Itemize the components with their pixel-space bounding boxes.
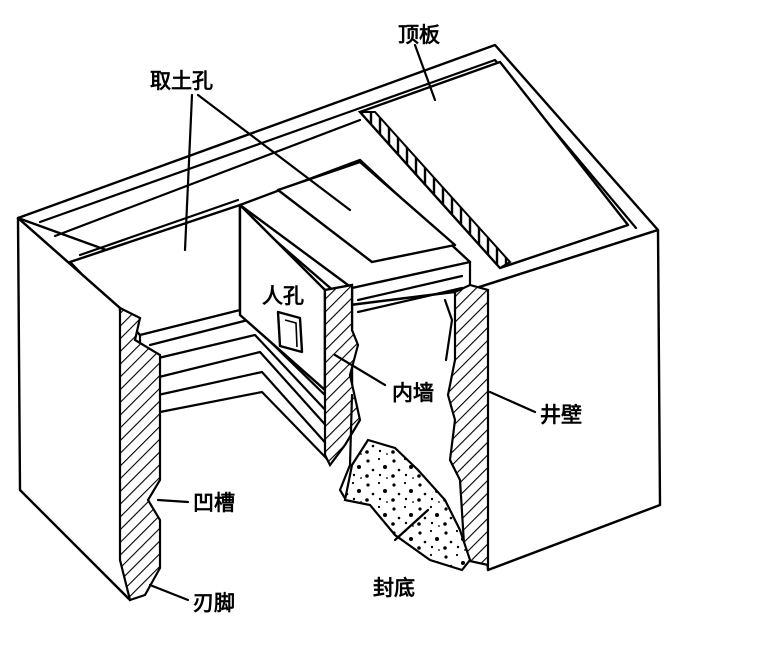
- right-outer-wall: [446, 228, 662, 572]
- cut-opening: [338, 298, 454, 502]
- bottom-seal: [343, 438, 472, 572]
- leader-lines: [148, 43, 537, 602]
- label-groove: 凹槽: [193, 491, 235, 515]
- label-well-wall: 井壁: [540, 403, 582, 427]
- label-inner-wall: 内墙: [392, 381, 434, 405]
- top-slab: [357, 60, 630, 270]
- inner-wall-block: [238, 203, 362, 468]
- left-outer-wall: [16, 216, 162, 602]
- manhole-opening: [276, 310, 304, 354]
- label-cutting-edge: 刃脚: [193, 591, 235, 615]
- label-soil-hole: 取土孔: [150, 69, 213, 93]
- label-manhole: 人孔: [262, 284, 304, 308]
- label-bottom-seal: 封底: [373, 576, 415, 600]
- middle-compartment: [238, 158, 472, 314]
- label-top-slab: 顶板: [398, 23, 441, 47]
